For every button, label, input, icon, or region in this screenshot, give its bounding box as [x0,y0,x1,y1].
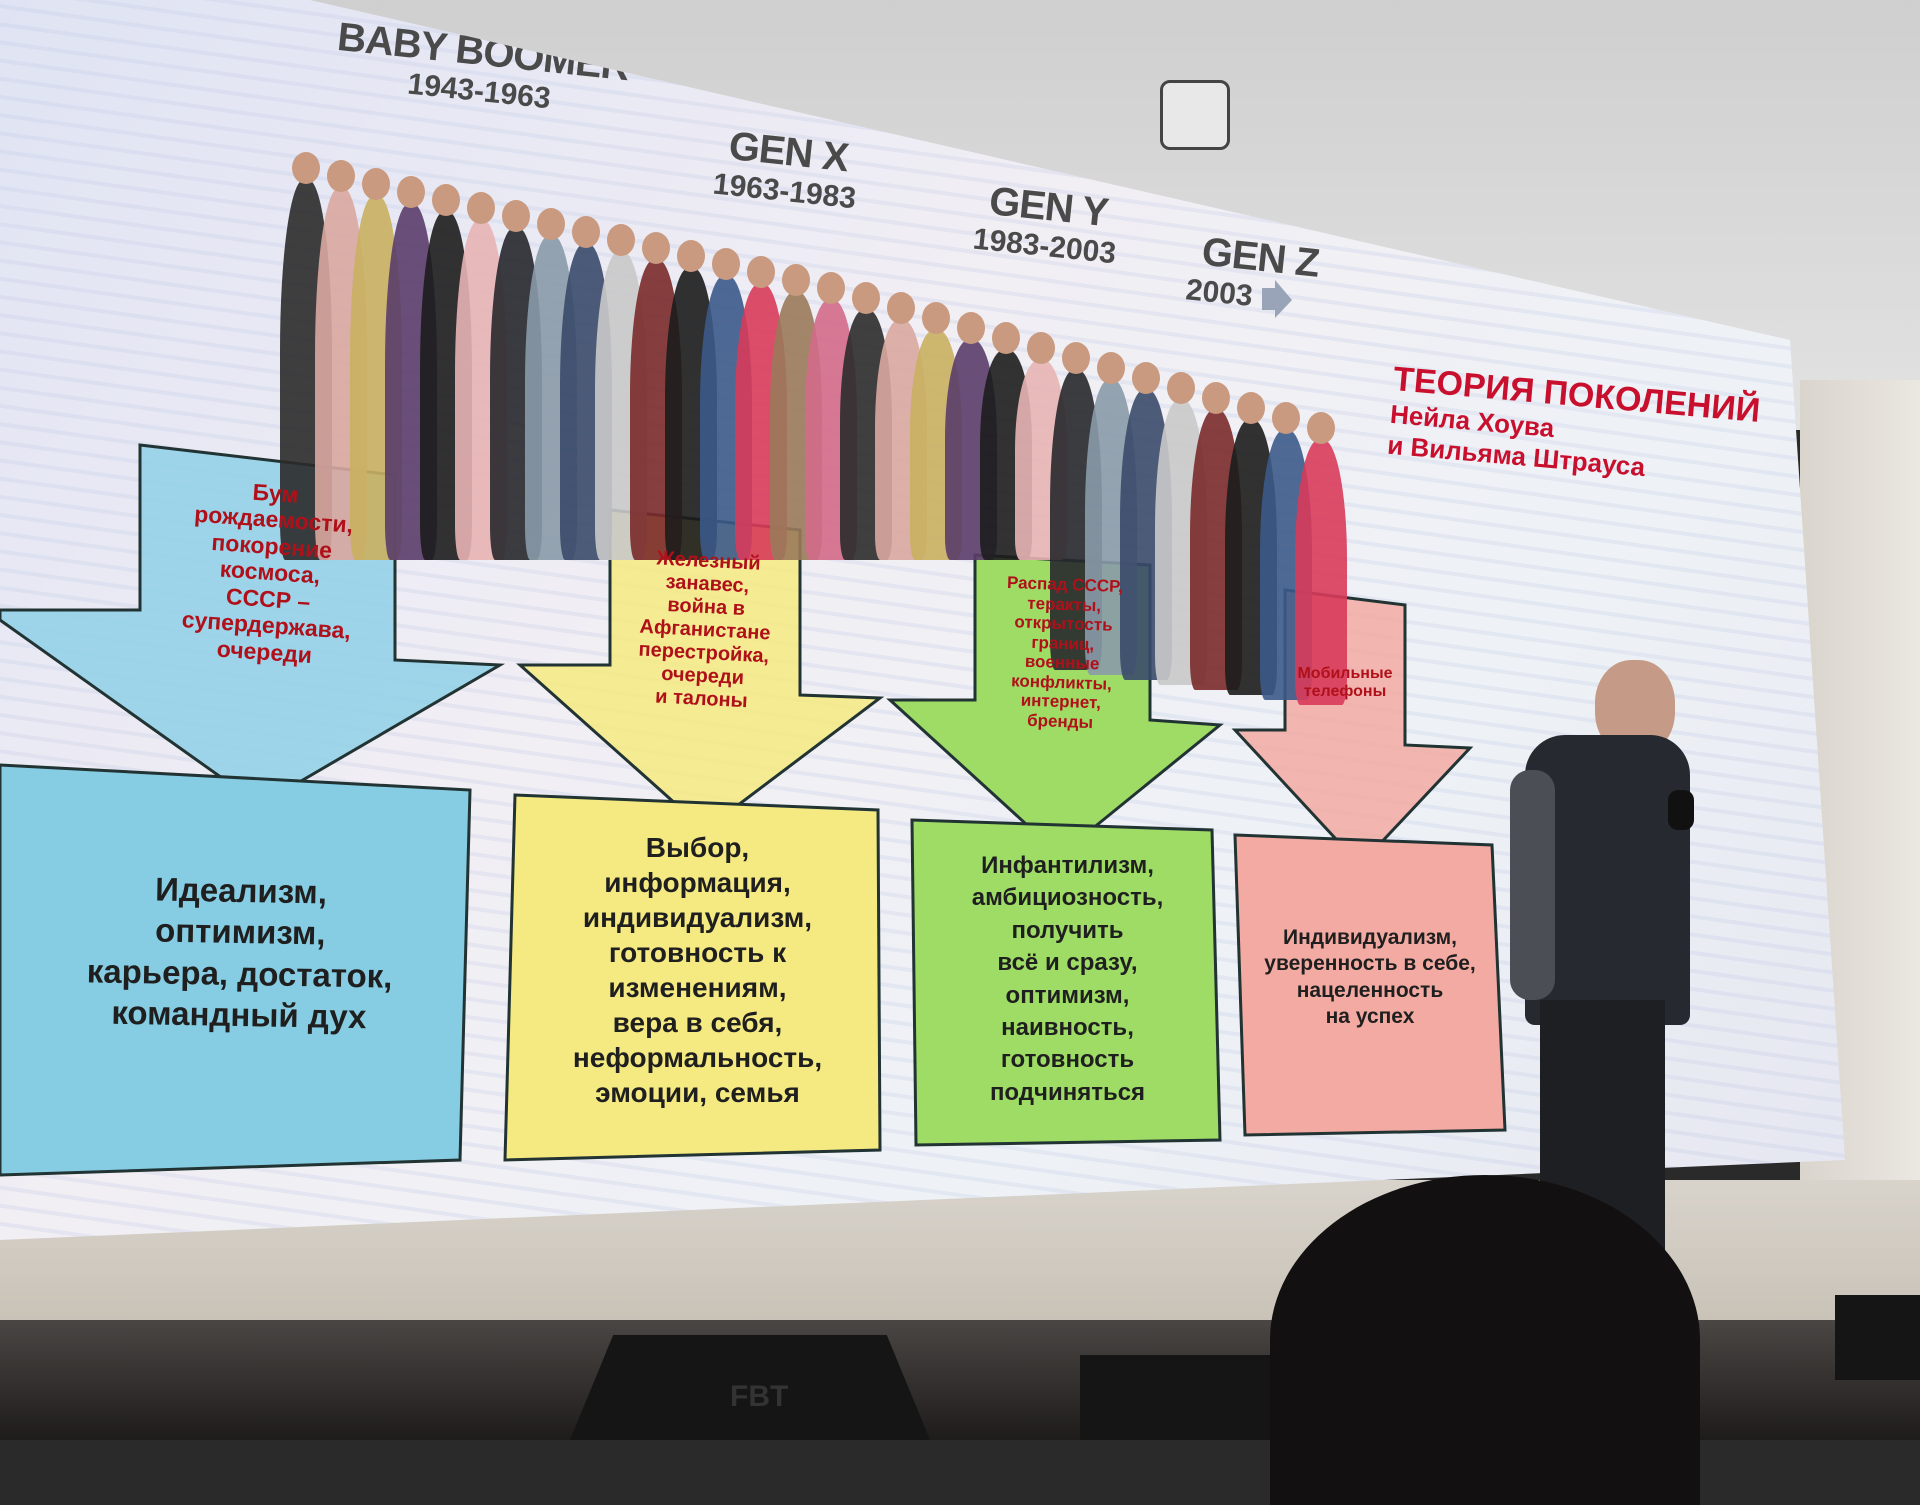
person-head [817,272,845,304]
box-gen-x [503,793,882,1162]
person-head [1062,342,1090,374]
person-head [782,264,810,296]
text-line: Мобильные [1297,665,1393,682]
audience-head [1270,1175,1700,1505]
person-head [572,216,600,248]
person-head [887,292,915,324]
text-line: вера в себя, [612,1007,783,1038]
person-head [327,160,355,192]
person-head [922,302,950,334]
person-figure [1295,440,1347,705]
stage-monitor-speaker [1835,1295,1920,1380]
traits-gen-x: Выбор, информация, индивидуализм, готовност… [520,830,875,1110]
stage-monitor-speaker: FBT [570,1335,930,1440]
camera-icon [1160,80,1230,150]
text-line: амбициозность, [971,884,1164,912]
person-head [1272,402,1300,434]
person-head [1202,382,1230,414]
person-head [1237,392,1265,424]
person-head [502,200,530,232]
arrow-right-icon [1262,280,1292,318]
text-line: всё и сразу, [997,949,1138,977]
person-head [467,192,495,224]
box-baby-boomer [0,763,472,1177]
person-head [362,168,390,200]
person-head [677,240,705,272]
person-head [992,322,1020,354]
text-line: телефоны [1303,683,1387,701]
text-line: изменениям, [608,972,787,1003]
person-head [1132,362,1160,394]
traits-gen-y: Инфантилизм, амбициозность, получить всё и … [920,850,1215,1109]
text-line: Выбор, [645,832,750,863]
text-line: нацеленность [1296,978,1444,1002]
person-head [712,248,740,280]
person-head [852,282,880,314]
microphone-icon [1668,790,1694,830]
text-line: уверенность в себе, [1264,952,1476,976]
text-line: неформальность, [572,1042,823,1073]
traits-baby-boomer: Идеализм,оптимизм,карьера, достаток,кома… [19,866,462,1039]
presentation-screen: BABY BOOMER 1943-1963 GEN X 1963-1983 GE… [0,0,1845,1240]
person-head [747,256,775,288]
person-head [957,312,985,344]
person-head [292,152,320,184]
text-line: подчиняться [989,1078,1146,1106]
text-line: получить [1011,916,1124,944]
box-gen-y [910,818,1222,1147]
person-head [1167,372,1195,404]
text-line: готовность [1000,1046,1135,1074]
text-line: наивность, [1001,1013,1134,1041]
person-head [397,176,425,208]
person-head [607,224,635,256]
person-head [1097,352,1125,384]
person-head [1027,332,1055,364]
text-line: готовность к [608,937,787,968]
people-group-photo [280,152,1350,705]
text-line: индивидуализм, [582,902,813,933]
person-head [1307,412,1335,444]
box-gen-z [1233,833,1507,1137]
person-head [642,232,670,264]
text-line: Индивидуализм, [1282,926,1458,949]
text-line: информация, [604,867,791,898]
monitor-brand: FBT [730,1380,789,1413]
person-head [432,184,460,216]
text-line: на успех [1325,1004,1415,1028]
stage-monitor-speaker [1080,1355,1280,1440]
text-line: оптимизм, [1005,981,1130,1009]
text-line: командный дух [111,993,367,1035]
text-line: эмоции, семья [595,1077,800,1108]
traits-gen-z: Индивидуализм, уверенность в себе,нацелен… [1240,925,1500,1030]
person-head [537,208,565,240]
text-line: Инфантилизм, [981,852,1154,879]
